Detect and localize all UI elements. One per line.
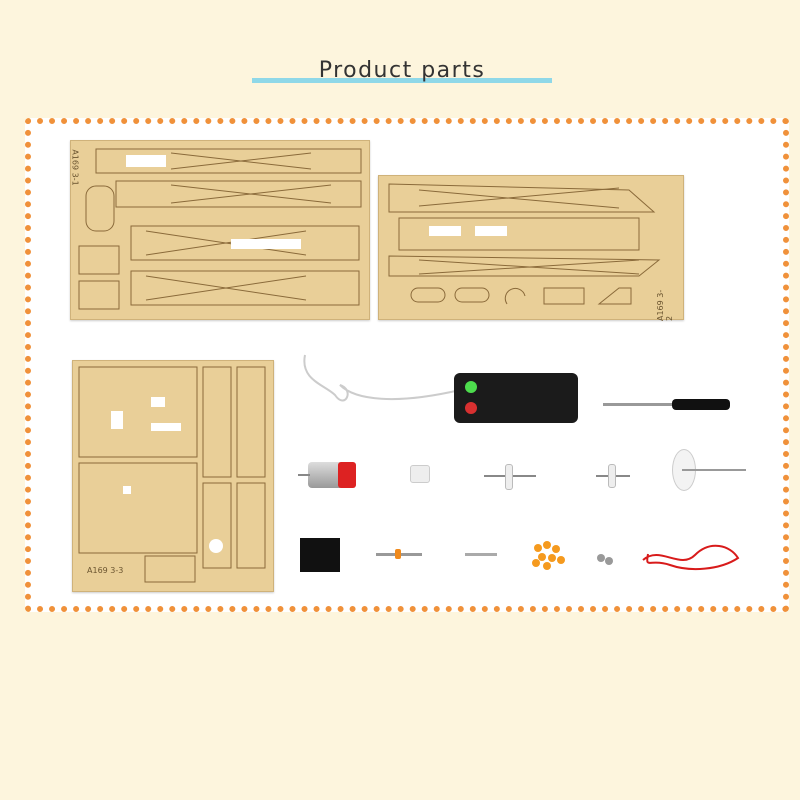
board-2-cutouts — [388, 183, 661, 305]
screwdriver-shaft — [603, 403, 675, 406]
wood-board-2: A169 3-2 — [378, 175, 684, 321]
pin-icon — [465, 553, 497, 556]
title-underline — [252, 78, 552, 83]
wood-board-1: A169 3-1 — [70, 140, 370, 320]
sponge-pad-icon — [300, 538, 340, 572]
orange-beads-icon — [532, 541, 565, 570]
worm-gear-icon — [410, 465, 430, 483]
screwdriver-icon — [672, 399, 730, 410]
axle-icon — [682, 469, 746, 471]
board-1-cutouts — [78, 148, 362, 310]
battery-wire — [303, 354, 461, 402]
board-3-cutouts — [78, 366, 266, 583]
orange-bead-icon — [395, 549, 401, 559]
board-label: A169 3-1 — [70, 149, 80, 186]
gear-icon — [505, 464, 513, 490]
screws-icon — [597, 554, 613, 565]
board-label: A169 3-3 — [87, 566, 124, 575]
gear-icon — [608, 464, 616, 488]
battery-box — [454, 373, 578, 423]
motor-cap — [338, 462, 356, 488]
green-switch-icon — [465, 381, 477, 393]
red-string-icon — [642, 544, 740, 570]
motor-shaft — [298, 474, 310, 476]
wood-board-3: A169 3-3 — [72, 360, 274, 592]
page-title: Product parts — [318, 58, 486, 83]
red-switch-icon — [465, 402, 477, 414]
board-label: A169 3-2 — [656, 289, 674, 321]
